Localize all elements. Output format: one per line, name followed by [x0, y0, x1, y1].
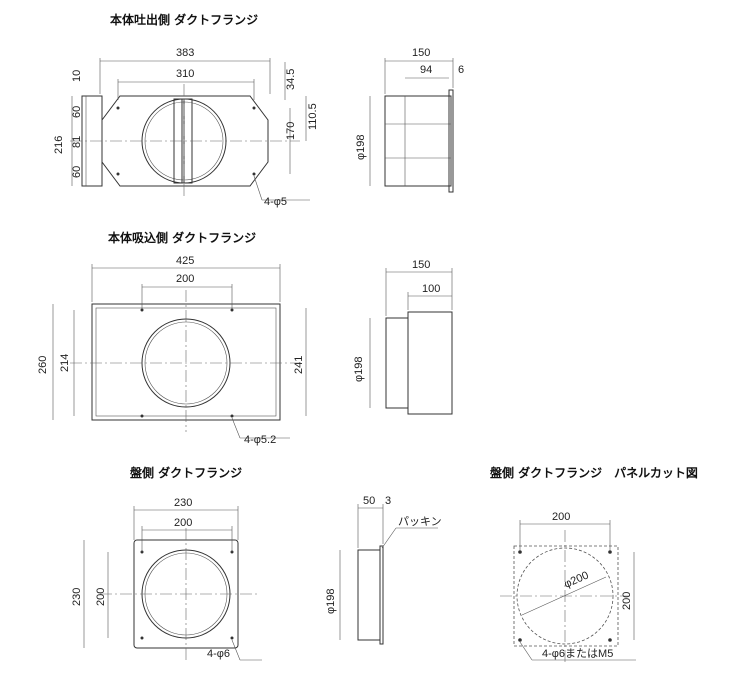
- dim-inlet-side-150: 150: [412, 259, 430, 271]
- dim-panel-side-50: 50: [363, 495, 375, 507]
- dim-panel-200-w: 200: [174, 517, 192, 529]
- inlet-side-body: [407, 311, 453, 415]
- panel-side-body: [357, 549, 381, 641]
- panel-side-packing: パッキン: [398, 515, 442, 528]
- inlet-side-neck: [385, 317, 409, 409]
- dim-panel-side-3: 3: [385, 495, 391, 507]
- inlet-side-view: 150 100 φ198: [353, 259, 453, 415]
- dim-outlet-216: 216: [53, 136, 65, 154]
- dim-cut-200-h: 200: [621, 592, 633, 610]
- panel-cut-hole: [608, 638, 612, 642]
- title-panel-cut: 盤側 ダクトフランジ パネルカット図: [489, 465, 698, 480]
- panel-front-view: 230 200 230 200 4-φ6: [71, 497, 262, 661]
- outlet-side-view: 150 94 6 φ198: [355, 47, 464, 193]
- dim-inlet-side-dia: φ198: [353, 357, 365, 383]
- outlet-holes-label: 4-φ5: [264, 196, 287, 208]
- dim-outlet-60-bot: 60: [71, 166, 83, 178]
- panel-holes-label: 4-φ6: [207, 648, 230, 660]
- dim-outlet-81: 81: [71, 136, 83, 148]
- panel-cut-outline: [513, 545, 619, 647]
- inlet-hole: [230, 308, 234, 312]
- dim-inlet-241: 241: [293, 356, 305, 374]
- outlet-hole: [252, 106, 256, 110]
- panel-side-view: 50 3 パッキン φ198: [325, 495, 442, 645]
- inlet-hole: [140, 308, 144, 312]
- dim-inlet-260: 260: [37, 356, 49, 374]
- dim-outlet-383: 383: [176, 47, 194, 59]
- outlet-hole: [252, 172, 256, 176]
- outlet-front-view: 383 310 216 10 60 81 60 34.5 170 110.5 4…: [53, 47, 319, 208]
- panel-cut-hole: [608, 550, 612, 554]
- dim-inlet-side-100: 100: [422, 283, 440, 295]
- inlet-holes-label: 4-φ5.2: [244, 434, 276, 446]
- panel-side-flange: [379, 545, 384, 645]
- dim-outlet-side-150: 150: [412, 47, 430, 59]
- inlet-front-view: 425 200 260 214 241 4-φ5.2: [37, 255, 307, 446]
- outlet-side-flange: [448, 89, 454, 193]
- title-inlet: 本体吸込側 ダクトフランジ: [108, 230, 256, 245]
- dim-cut-200-w: 200: [552, 511, 570, 523]
- title-panel: 盤側 ダクトフランジ: [129, 465, 242, 480]
- dim-outlet-310: 310: [176, 68, 194, 80]
- dim-panel-230-h: 230: [71, 588, 83, 606]
- dim-outlet-110-5: 110.5: [307, 103, 319, 130]
- title-outlet: 本体吐出側 ダクトフランジ: [110, 12, 258, 27]
- dim-outlet-170: 170: [285, 122, 297, 140]
- panel-cut-holes-label: 4-φ6またはM5: [542, 647, 613, 660]
- dim-panel-200-h: 200: [95, 588, 107, 606]
- dim-outlet-34-5: 34.5: [285, 69, 297, 90]
- dim-outlet-side-94: 94: [420, 64, 432, 76]
- outlet-hole: [116, 106, 120, 110]
- dim-outlet-10: 10: [71, 70, 83, 82]
- panel-cut-hole: [518, 638, 522, 642]
- dim-outlet-60-top: 60: [71, 106, 83, 118]
- outlet-hole: [116, 172, 120, 176]
- panel-cut-view: 200 200 φ200 4-φ6またはM5: [500, 511, 636, 662]
- dim-panel-230-w: 230: [174, 497, 192, 509]
- dim-inlet-425: 425: [176, 255, 194, 267]
- outlet-side-body: [384, 95, 452, 187]
- dim-outlet-side-6: 6: [458, 64, 464, 76]
- panel-hole: [140, 636, 144, 640]
- inlet-hole: [140, 414, 144, 418]
- inlet-hole: [230, 414, 234, 418]
- dim-panel-side-dia: φ198: [325, 589, 337, 615]
- dim-outlet-side-dia: φ198: [355, 135, 367, 161]
- dim-inlet-214: 214: [59, 354, 71, 372]
- dim-inlet-200: 200: [176, 273, 194, 285]
- panel-cut-hole: [518, 550, 522, 554]
- dim-cut-dia: φ200: [562, 569, 590, 590]
- panel-hole: [230, 636, 234, 640]
